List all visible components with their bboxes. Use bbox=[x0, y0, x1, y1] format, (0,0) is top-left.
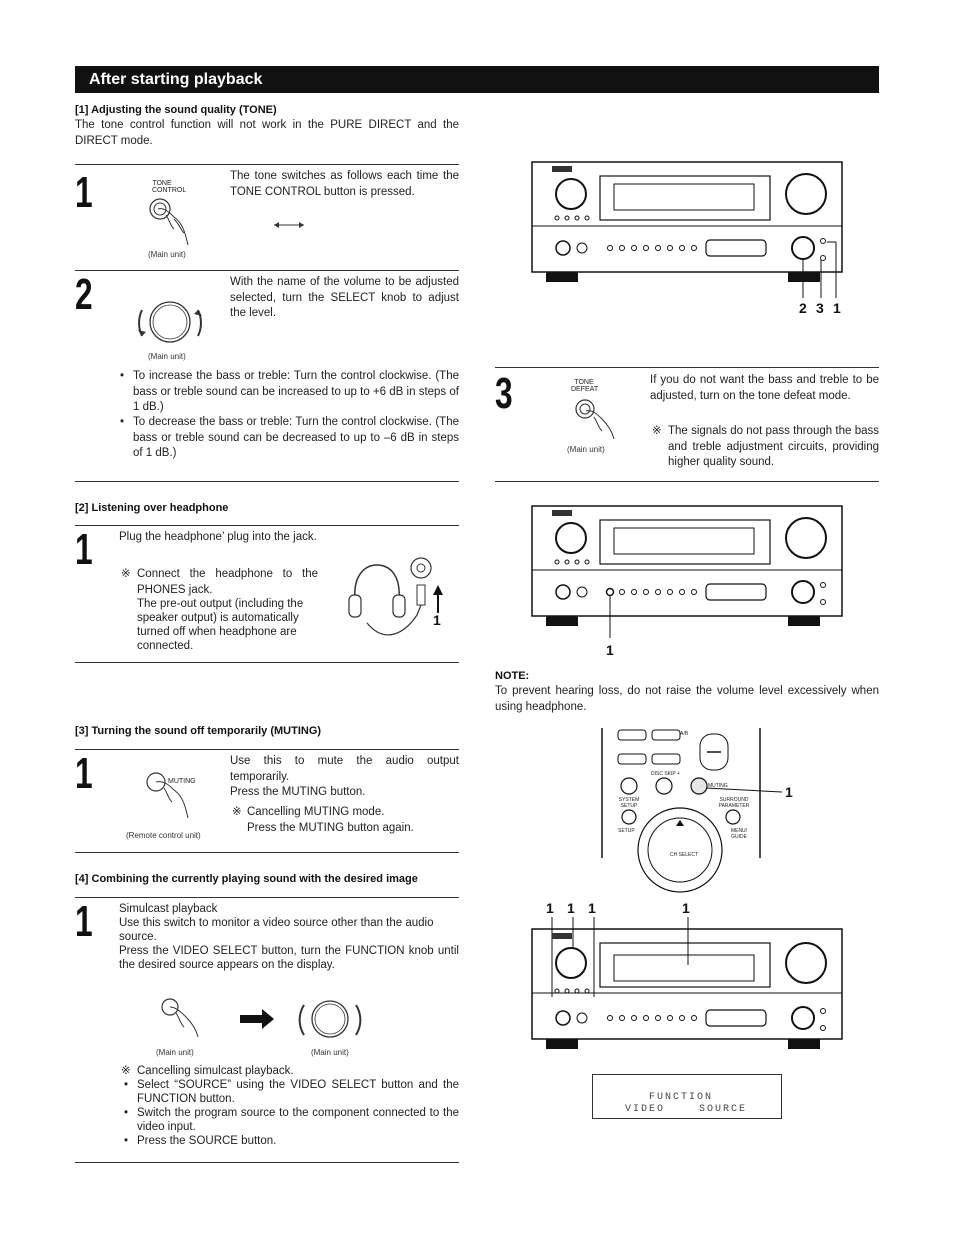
callout-number: 1 bbox=[567, 900, 575, 916]
bullet-dot: • bbox=[124, 1107, 129, 1119]
double-arrow-icon bbox=[274, 222, 304, 228]
step-number: 1 bbox=[75, 749, 93, 798]
note-mark: ※ bbox=[121, 1065, 131, 1077]
section-banner: After starting playback bbox=[75, 66, 879, 93]
tone-step3-note: The signals do not pass through the bass… bbox=[668, 425, 879, 468]
divider bbox=[75, 525, 459, 526]
divider bbox=[75, 481, 459, 482]
banner-title: After starting playback bbox=[89, 71, 263, 88]
divider bbox=[75, 270, 459, 271]
tone-bullet-2: To decrease the bass or treble: Turn the… bbox=[133, 416, 459, 459]
muting-text-2: Press the MUTING button. bbox=[230, 786, 366, 798]
headphone-text: Plug the headphone’ plug into the jack. bbox=[119, 531, 317, 543]
callout-number: 1 bbox=[433, 612, 441, 628]
remote-control-diagram bbox=[601, 728, 783, 893]
display-line-1: FUNCTION bbox=[649, 1092, 714, 1103]
step-number: 2 bbox=[75, 270, 93, 319]
tone-intro: The tone control function will not work … bbox=[75, 119, 459, 147]
callout-number: 1 bbox=[606, 642, 614, 658]
muting-note-2: Press the MUTING button again. bbox=[247, 822, 414, 834]
divider bbox=[495, 481, 879, 482]
divider bbox=[75, 749, 459, 750]
receiver-front-panel-diagram bbox=[531, 505, 843, 638]
remote-setup-label: SETUP bbox=[618, 828, 635, 834]
simulcast-note: Cancelling simulcast playback. bbox=[137, 1065, 294, 1077]
remote-disc-skip-label: DISC SKIP + bbox=[651, 771, 680, 777]
tone-step2-text: With the name of the volume to be adjust… bbox=[230, 276, 459, 319]
note-mark: ※ bbox=[232, 806, 242, 818]
tone-control-label: TONE CONTROL bbox=[152, 180, 187, 194]
simulcast-text-2: Press the VIDEO SELECT button, turn the … bbox=[119, 945, 459, 971]
callout-number: 1 bbox=[546, 900, 554, 916]
headphone-icon bbox=[348, 557, 443, 636]
callout-number: 1 bbox=[785, 784, 793, 800]
caption: (Main unit) bbox=[156, 1048, 194, 1057]
note-text: To prevent hearing loss, do not raise th… bbox=[495, 685, 879, 713]
note-mark: ※ bbox=[652, 425, 662, 437]
step-number: 3 bbox=[495, 369, 513, 418]
select-knob-icon bbox=[138, 301, 202, 343]
divider bbox=[75, 852, 459, 853]
tone-bullet-1: To increase the bass or treble: Turn the… bbox=[133, 370, 459, 413]
callout-number: 1 bbox=[682, 900, 690, 916]
hand-pressing-button-icon bbox=[146, 772, 189, 819]
remote-menu-guide-label: MENU/ GUIDE bbox=[730, 828, 748, 840]
note-heading: NOTE: bbox=[495, 670, 530, 682]
function-display: FUNCTION VIDEO SOURCE bbox=[592, 1074, 782, 1119]
callout-number: 3 bbox=[816, 300, 824, 316]
headphone-note-2: The pre-out output (including the speake… bbox=[137, 598, 304, 652]
bullet-dot: • bbox=[124, 1079, 129, 1091]
bullet-dot: • bbox=[124, 1135, 129, 1147]
simulcast-bullet-3: Press the SOURCE button. bbox=[137, 1135, 277, 1147]
callout-number: 1 bbox=[588, 900, 596, 916]
receiver-front-panel-diagram bbox=[531, 161, 843, 298]
display-line-2-left: VIDEO bbox=[625, 1104, 666, 1115]
simulcast-bullet-1: Select “SOURCE” using the VIDEO SELECT b… bbox=[137, 1079, 459, 1105]
headphone-note-1: Connect the headphone to the PHONES jack… bbox=[137, 568, 318, 596]
remote-ab-label: A/B bbox=[680, 731, 689, 737]
video-select-function-diagram bbox=[161, 998, 362, 1038]
caption: (Main unit) bbox=[311, 1048, 349, 1057]
tone-step1-text: The tone switches as follows each time t… bbox=[230, 170, 459, 198]
step-number: 1 bbox=[75, 168, 93, 217]
muting-heading: [3] Turning the sound off temporarily (M… bbox=[75, 725, 322, 737]
muting-text-1: Use this to mute the audio output tempor… bbox=[230, 755, 459, 783]
divider bbox=[75, 897, 459, 898]
remote-system-setup-label: SYSTEM SETUP bbox=[618, 797, 640, 809]
muting-button-label: MUTING bbox=[168, 778, 196, 785]
remote-ch-select-label: CH SELECT bbox=[670, 852, 699, 858]
divider bbox=[495, 367, 879, 368]
divider bbox=[75, 164, 459, 165]
display-line-2-right: SOURCE bbox=[699, 1104, 748, 1115]
callout-number: 1 bbox=[833, 300, 841, 316]
step-number: 1 bbox=[75, 525, 93, 574]
receiver-front-panel-diagram bbox=[531, 917, 843, 1049]
bullet-dot: • bbox=[120, 416, 125, 428]
simulcast-title: Simulcast playback bbox=[119, 903, 218, 915]
remote-surround-parameter-label: SURROUND PARAMETER bbox=[718, 797, 750, 809]
divider bbox=[75, 1162, 459, 1163]
bullet-dot: • bbox=[120, 370, 125, 382]
callout-number: 2 bbox=[799, 300, 807, 316]
simulcast-bullet-2: Switch the program source to the compone… bbox=[137, 1107, 459, 1133]
tone-defeat-label: TONE DEFEAT bbox=[571, 379, 599, 393]
step-number: 1 bbox=[75, 897, 93, 946]
caption: (Main unit) bbox=[567, 445, 605, 454]
headphone-heading: [2] Listening over headphone bbox=[75, 502, 229, 514]
remote-muting-label: MUTING bbox=[708, 783, 728, 789]
tone-step3-text: If you do not want the bass and treble t… bbox=[650, 374, 879, 402]
hand-pressing-button-icon bbox=[575, 399, 615, 440]
divider bbox=[75, 662, 459, 663]
hand-pressing-button-icon bbox=[149, 198, 189, 246]
tone-heading: [1] Adjusting the sound quality (TONE) bbox=[75, 104, 277, 116]
combine-heading: [4] Combining the currently playing soun… bbox=[75, 873, 418, 885]
simulcast-text: Use this switch to monitor a video sourc… bbox=[119, 917, 434, 943]
caption: (Main unit) bbox=[148, 352, 186, 361]
caption: (Remote control unit) bbox=[126, 831, 201, 840]
muting-note-1: Cancelling MUTING mode. bbox=[247, 806, 385, 818]
caption: (Main unit) bbox=[148, 250, 186, 259]
note-mark: ※ bbox=[121, 568, 131, 580]
